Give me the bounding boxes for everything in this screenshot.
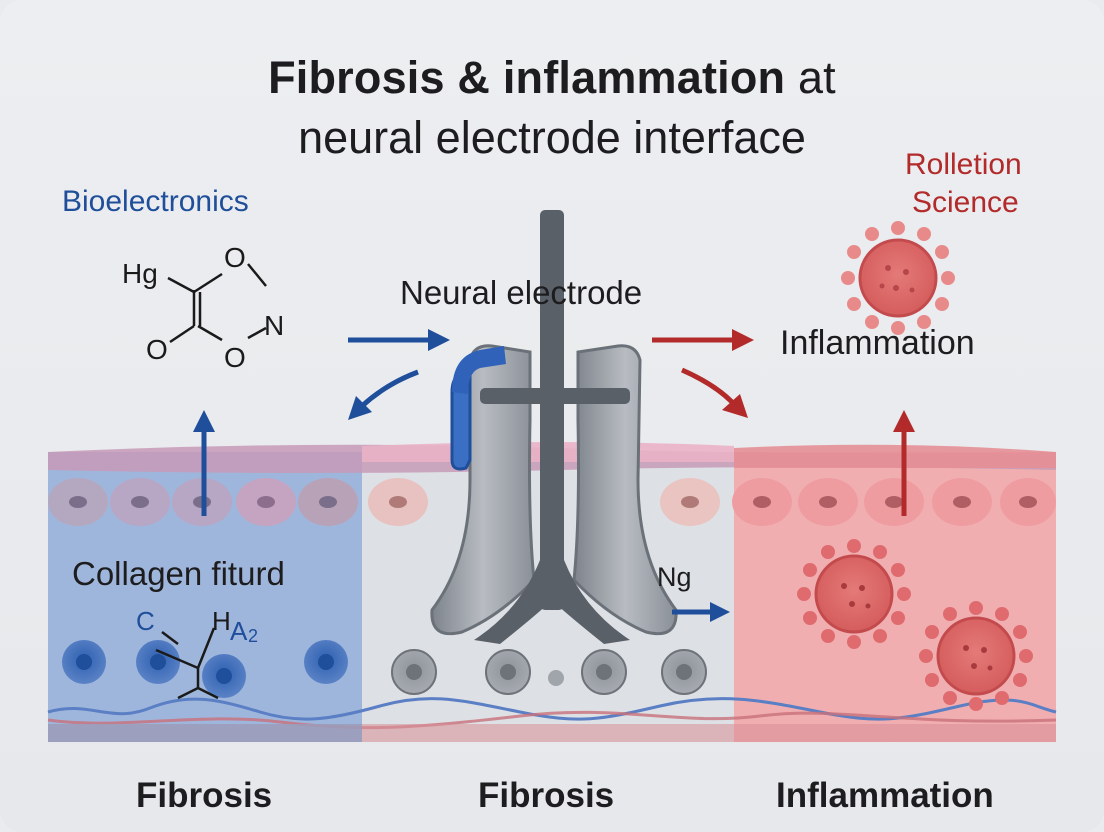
electrode-shaft xyxy=(540,210,564,610)
label-rolleton-line2: Science xyxy=(912,186,1019,219)
atom-label: 2 xyxy=(248,626,259,646)
label-neural-electrode: Neural electrode xyxy=(400,274,643,311)
electrode-crossbar xyxy=(480,388,630,404)
title-bold: Fibrosis & inflammation xyxy=(268,52,786,103)
atom-label: Hg xyxy=(122,258,158,289)
title-line-1: Fibrosis & inflammation at xyxy=(0,52,1104,104)
inflammatory-cell-top xyxy=(841,221,955,335)
atom-label: C xyxy=(136,606,155,636)
arrow-curve-blue xyxy=(360,369,419,408)
electrode-shank-right xyxy=(572,344,678,636)
inflammatory-cell-low xyxy=(919,601,1033,711)
atom-label: H xyxy=(212,606,231,636)
molecule-structure-top xyxy=(167,263,267,344)
atom-label: O xyxy=(224,342,246,373)
label-ng: Ng xyxy=(657,562,692,592)
title-rest: at xyxy=(785,52,836,103)
atom-label: A xyxy=(230,616,248,646)
glial-cells xyxy=(391,649,707,695)
inflammatory-cell-mid xyxy=(797,539,911,649)
epithelial-cell-row xyxy=(48,478,1056,526)
label-bioelectronics: Bioelectronics xyxy=(62,185,249,218)
neural-electrode xyxy=(430,210,678,644)
title-line-2: neural electrode interface xyxy=(298,112,806,163)
molecule-structure-bottom xyxy=(155,627,219,700)
atom-label: O xyxy=(224,242,246,273)
electrode-shank-left xyxy=(430,344,536,636)
label-rolleton-line1: Rolletion xyxy=(905,148,1022,181)
footer-label-inflammation: Inflammation xyxy=(776,776,994,815)
collagen-fiber-red xyxy=(47,710,1057,730)
atom-label: O xyxy=(146,334,168,365)
fibrotic-cells xyxy=(62,640,348,698)
footer-label-fibrosis-left: Fibrosis xyxy=(136,776,273,815)
atom-label: N xyxy=(264,310,285,341)
label-inflammation: Inflammation xyxy=(780,324,975,362)
arrow-curve-red xyxy=(680,367,734,404)
label-collagen: Collagen fiturd xyxy=(72,555,285,592)
footer-label-fibrosis-center: Fibrosis xyxy=(478,776,615,815)
arrows xyxy=(193,329,915,622)
